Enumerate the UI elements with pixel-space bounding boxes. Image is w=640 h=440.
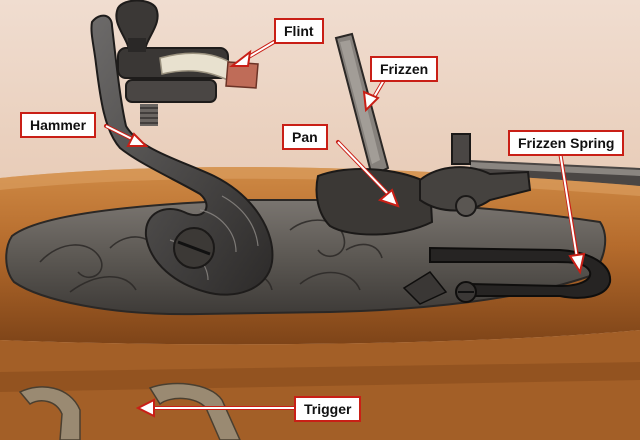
frizzen-label: Frizzen [370, 56, 439, 82]
flint-label: Flint [274, 18, 324, 44]
pan-label: Pan [282, 124, 328, 150]
frizzen-spring-label: Frizzen Spring [508, 130, 625, 156]
trigger-label: Trigger [294, 396, 362, 422]
hammer-label: Hammer [20, 112, 97, 138]
